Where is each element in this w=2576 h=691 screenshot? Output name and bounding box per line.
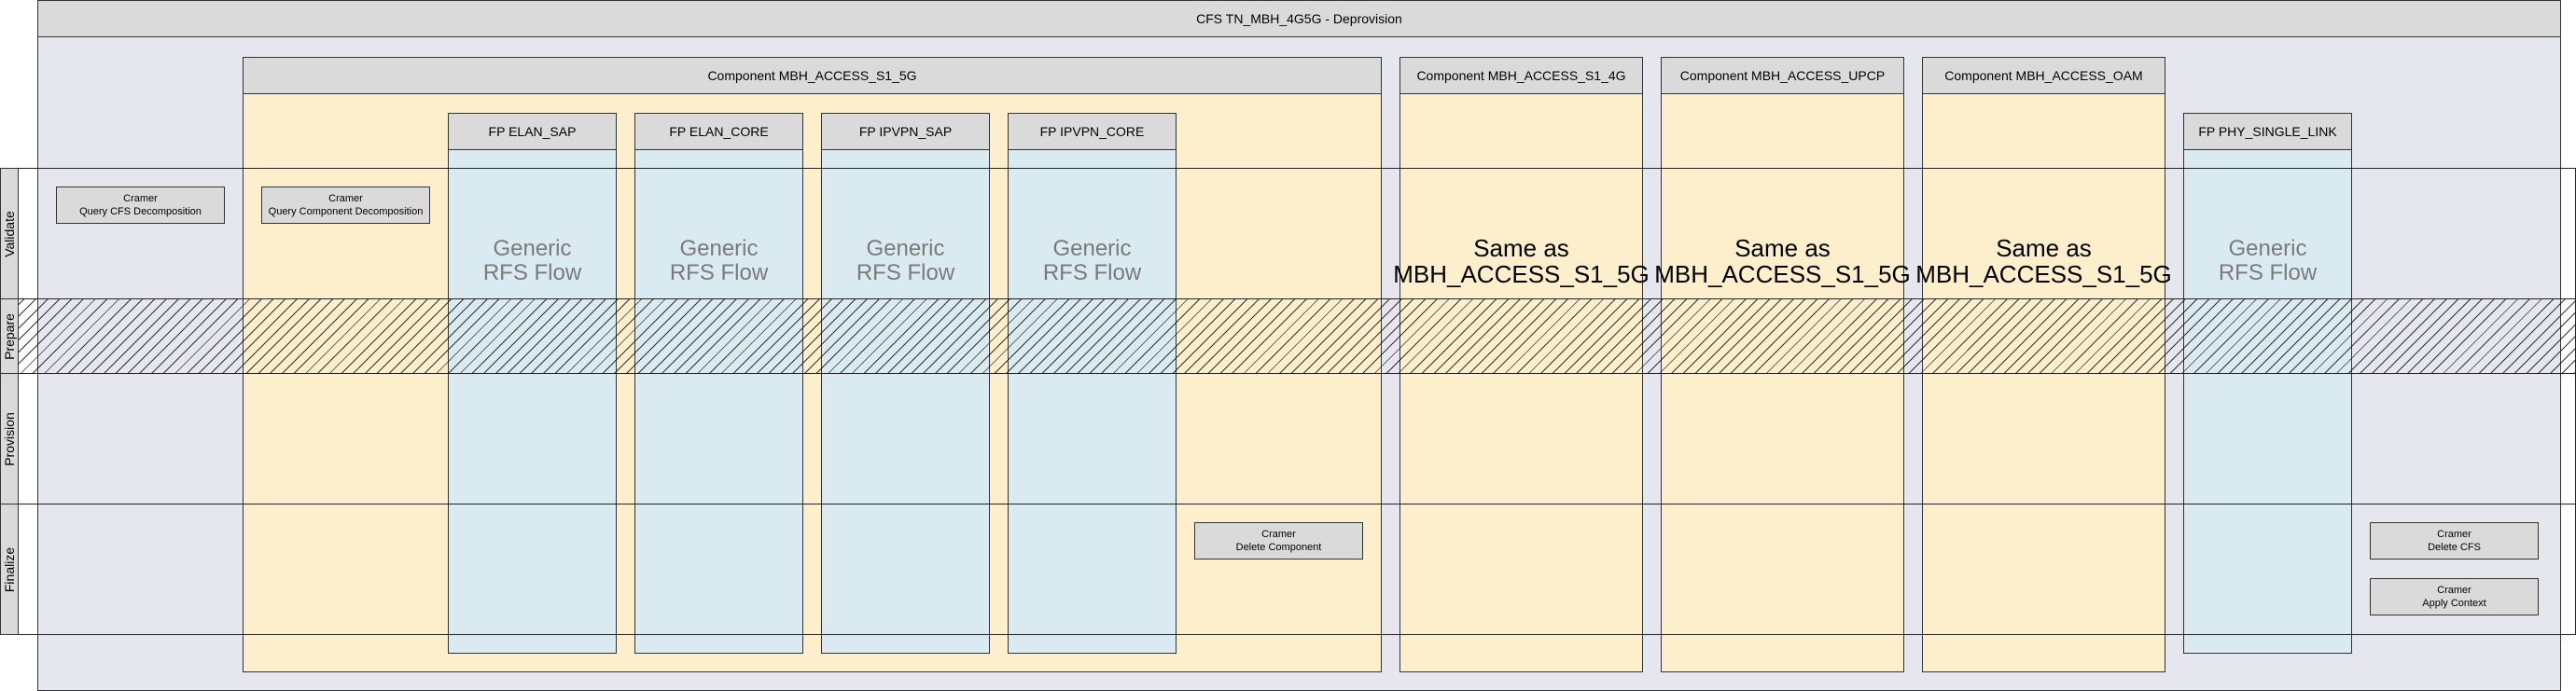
- fp-ipvpn-sap-title: FP IPVPN_SAP: [821, 113, 990, 150]
- fp-ipvpn-sap: [821, 113, 990, 654]
- cfs-title: CFS TN_MBH_4G5G - Deprovision: [37, 0, 2561, 37]
- fp-phy-single-link-title: FP PHY_SINGLE_LINK: [2183, 113, 2352, 150]
- lane-label-finalize: Finalize: [0, 504, 19, 635]
- fp-elan-sap: [448, 113, 617, 654]
- lane-provision: [0, 373, 2576, 504]
- lane-prepare: [0, 298, 2576, 374]
- fp-elan-sap-title: FP ELAN_SAP: [448, 113, 617, 150]
- fp-phy-single-link: [2183, 113, 2352, 654]
- component-s1-5g-title: Component MBH_ACCESS_S1_5G: [243, 57, 1382, 94]
- component-upcp-title: Component MBH_ACCESS_UPCP: [1661, 57, 1904, 94]
- component-oam-title: Component MBH_ACCESS_OAM: [1922, 57, 2165, 94]
- fp-ipvpn-core-title: FP IPVPN_CORE: [1008, 113, 1177, 150]
- lane-label-provision: Provision: [0, 373, 19, 504]
- fp-elan-core: [634, 113, 803, 654]
- fp-elan-core-title: FP ELAN_CORE: [634, 113, 803, 150]
- component-s1-4g-title: Component MBH_ACCESS_S1_4G: [1399, 57, 1643, 94]
- lane-label-prepare: Prepare: [0, 298, 19, 374]
- lane-label-validate: Validate: [0, 168, 19, 299]
